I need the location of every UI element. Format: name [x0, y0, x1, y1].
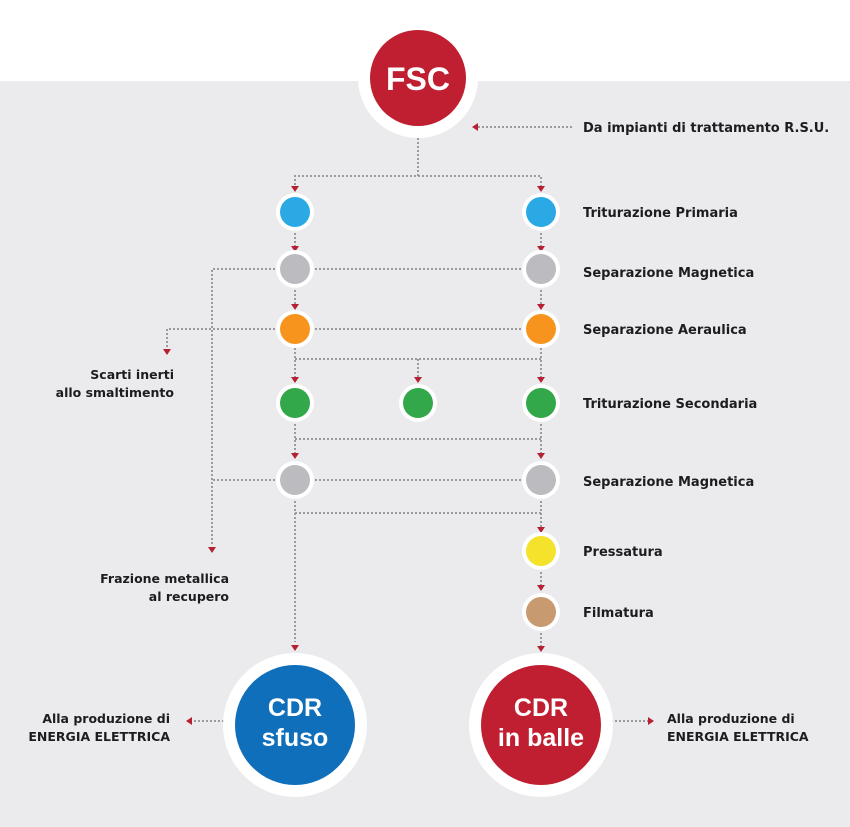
arrow-left	[186, 717, 192, 725]
arrow-down	[537, 585, 545, 591]
cdr-sfuso-line2: sfuso	[262, 724, 329, 752]
arrow-down	[208, 547, 216, 553]
arrow-down	[291, 246, 299, 252]
arrow-down	[291, 186, 299, 192]
arrow-down	[537, 527, 545, 533]
source-label: Da impianti di trattamento R.S.U.	[583, 121, 829, 136]
arrow-down	[537, 377, 545, 383]
energy-left-label: ENERGIA ELETTRICA	[28, 729, 170, 744]
step-label: Pressatura	[583, 545, 663, 560]
metal-fraction-label: Frazione metallica	[100, 571, 229, 586]
arrow-down	[291, 453, 299, 459]
arrow-down	[537, 646, 545, 652]
node-magnetic-separation-2-left	[280, 465, 310, 495]
node-magnetic-separation-2-right	[526, 465, 556, 495]
energy-right-label: ENERGIA ELETTRICA	[667, 729, 809, 744]
inert-waste-label: allo smaltimento	[56, 385, 175, 400]
node-filming	[526, 597, 556, 627]
step-label: Filmatura	[583, 606, 654, 621]
cdr-sfuso-node: CDR sfuso	[223, 653, 367, 797]
energy-left-label: Alla produzione di	[42, 711, 170, 726]
arrow-right	[648, 717, 654, 725]
node-trituration-secondary-left	[280, 388, 310, 418]
fsc-label: FSC	[386, 61, 450, 97]
node-aeraulic-separation-right	[526, 314, 556, 344]
energy-right-label: Alla produzione di	[667, 711, 795, 726]
connector-lines	[166, 126, 648, 722]
step-label: Separazione Magnetica	[583, 475, 754, 490]
step-label: Triturazione Secondaria	[583, 397, 757, 412]
arrow-down	[291, 645, 299, 651]
labels: Da impianti di trattamento R.S.U. Tritur…	[28, 121, 829, 744]
background-band	[0, 81, 850, 827]
step-label: Separazione Aeraulica	[583, 323, 747, 338]
cdr-balle-line1: CDR	[514, 694, 568, 722]
step-label: Triturazione Primaria	[583, 206, 738, 221]
arrow-down	[163, 349, 171, 355]
node-trituration-primary-right	[526, 197, 556, 227]
cdr-sfuso-line1: CDR	[268, 694, 322, 722]
arrow-down	[414, 377, 422, 383]
node-trituration-primary-left	[280, 197, 310, 227]
node-aeraulic-separation-left	[280, 314, 310, 344]
flow-arrows	[163, 123, 654, 725]
cdr-balle-line2: in balle	[498, 724, 584, 752]
arrow-down	[537, 304, 545, 310]
cdr-balle-node: CDR in balle	[469, 653, 613, 797]
node-trituration-secondary-center	[403, 388, 433, 418]
arrow-down	[291, 304, 299, 310]
process-nodes	[276, 193, 560, 631]
step-label: Separazione Magnetica	[583, 266, 754, 281]
node-magnetic-separation-right	[526, 254, 556, 284]
arrow-down	[537, 453, 545, 459]
arrow-down	[537, 246, 545, 252]
node-pressing	[526, 536, 556, 566]
node-magnetic-separation-left	[280, 254, 310, 284]
inert-waste-label: Scarti inerti	[90, 367, 174, 382]
cdr-sfuso-circle	[235, 665, 355, 785]
cdr-balle-circle	[481, 665, 601, 785]
arrow-down	[291, 377, 299, 383]
arrow-down	[537, 186, 545, 192]
fsc-node: FSC	[358, 18, 478, 138]
node-trituration-secondary-right	[526, 388, 556, 418]
arrow-left	[472, 123, 478, 131]
fsc-circle	[370, 30, 466, 126]
metal-fraction-label: al recupero	[149, 589, 230, 604]
